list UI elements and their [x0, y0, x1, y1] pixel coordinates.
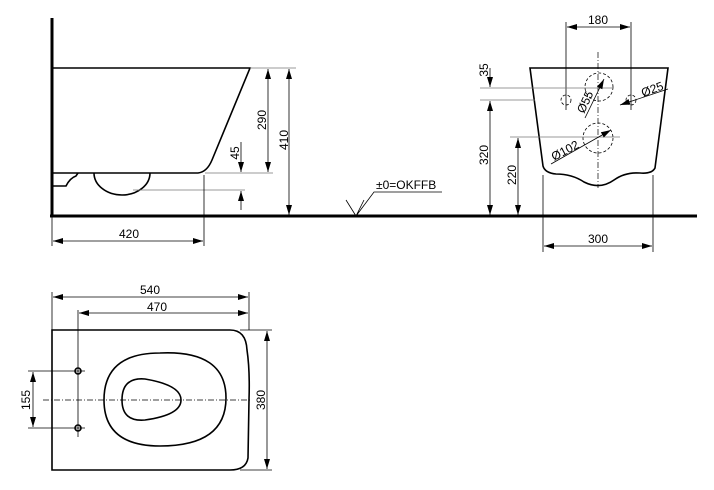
- dia-25: Ø25: [639, 79, 665, 100]
- side-view: 290 410 45 420 ±0=OKFFB: [50, 18, 697, 246]
- dim-290: 290: [255, 110, 269, 130]
- dim-320: 320: [477, 145, 491, 165]
- dim-420: 420: [119, 227, 139, 241]
- front-view: 180 35 320 220 300 Ø55 Ø25 Ø102: [477, 13, 669, 252]
- dim-410: 410: [277, 130, 291, 150]
- floor-level-symbol: [345, 191, 442, 217]
- bowl-front-outline: [529, 67, 669, 187]
- dim-45: 45: [228, 146, 242, 160]
- dim-155: 155: [19, 390, 33, 410]
- dia-102: Ø102: [549, 137, 582, 163]
- bowl-top-outline: [51, 329, 251, 471]
- dim-300: 300: [588, 232, 608, 246]
- top-view: 540 470 155 380: [19, 283, 272, 471]
- seat-outline: [103, 352, 227, 447]
- bowl-trap-outline: [93, 172, 151, 196]
- dim-35: 35: [477, 63, 491, 77]
- bowl-opening: [121, 378, 182, 421]
- dim-470: 470: [147, 300, 167, 314]
- dim-540: 540: [140, 283, 160, 297]
- dim-180: 180: [588, 13, 608, 27]
- outlet-hole: [582, 122, 614, 154]
- bowl-side-outline: [52, 67, 252, 174]
- bowl-flange: [52, 172, 79, 187]
- dim-220: 220: [505, 165, 519, 185]
- inlet-hole: [584, 72, 614, 102]
- floor-level-label: ±0=OKFFB: [376, 178, 436, 192]
- dim-380: 380: [254, 390, 268, 410]
